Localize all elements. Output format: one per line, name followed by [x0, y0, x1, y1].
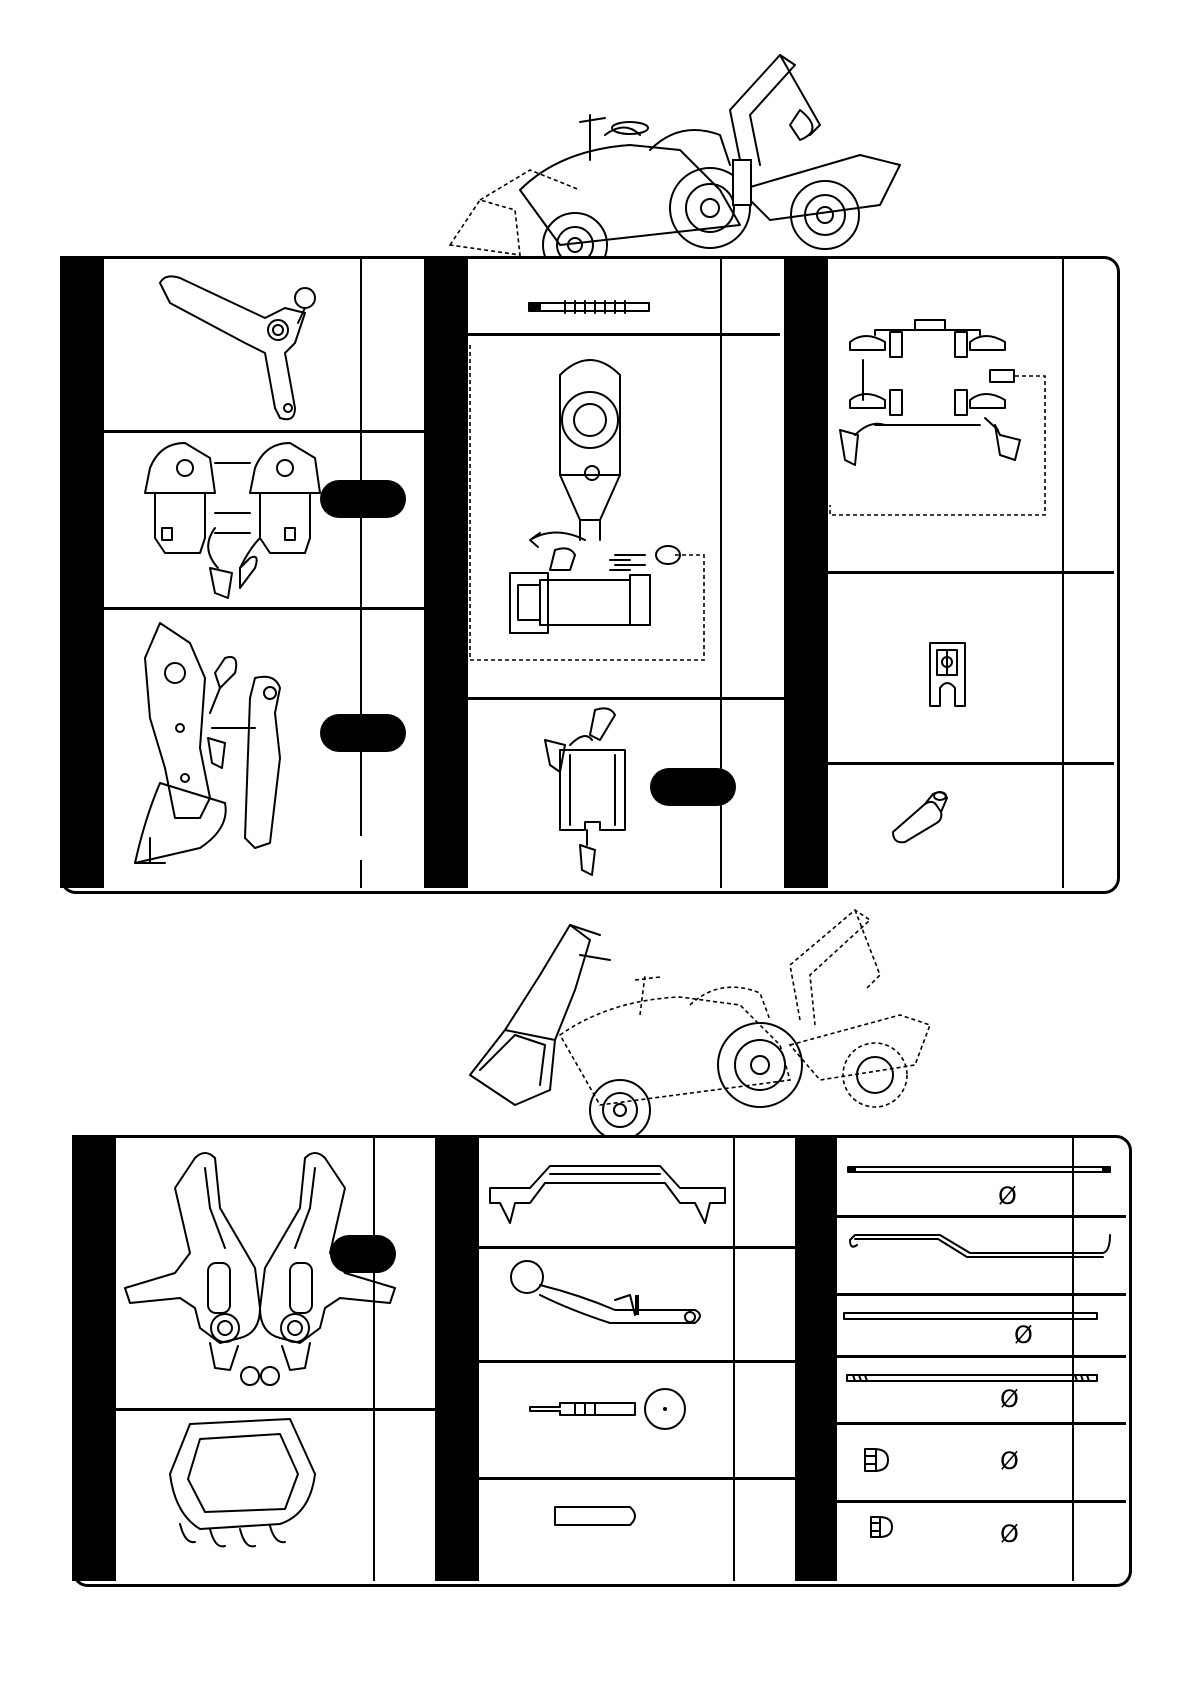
part-drawing-cap-nut [860, 1444, 892, 1476]
diameter-symbol: Ø [1000, 1449, 1019, 1473]
quantity-column-line [1062, 256, 1064, 888]
cell-divider [60, 607, 424, 610]
part-drawing-seat-bracket [140, 438, 330, 606]
label-band [60, 256, 104, 888]
quantity-pill [320, 714, 406, 752]
part-drawing-pin [885, 784, 955, 844]
cell-divider [60, 430, 424, 433]
cell-divider [784, 571, 1114, 574]
label-band [795, 1135, 837, 1581]
label-band [72, 1135, 116, 1581]
diameter-symbol: Ø [1014, 1323, 1033, 1347]
part-drawing-bent-rod [845, 1225, 1115, 1265]
quantity-pill [650, 768, 736, 806]
part-drawing-lever-knob [510, 1255, 710, 1325]
part-drawing-threaded-rod-small [845, 1372, 1100, 1386]
part-drawing-threaded-rod [525, 295, 655, 319]
part-drawing-loader-plates [130, 618, 330, 873]
cell-divider [72, 1408, 435, 1411]
label-band [424, 256, 468, 888]
part-drawing-u-clip [925, 638, 970, 713]
cell-divider [424, 333, 780, 336]
part-drawing-bolt-shaft [550, 1502, 645, 1530]
part-drawing-long-rod [845, 1163, 1115, 1177]
part-drawing-backhoe-arm [155, 268, 335, 428]
quantity-column-line [360, 860, 362, 888]
part-drawing-loader-bucket [160, 1414, 320, 1564]
part-drawing-cross-bar [485, 1158, 730, 1228]
part-drawing-piston-rod [525, 1385, 690, 1435]
cell-divider [795, 1500, 1126, 1503]
part-drawing-flat-rod [842, 1310, 1102, 1322]
tractor-illustration-top [440, 40, 920, 280]
cell-divider [435, 1360, 795, 1363]
cell-divider [795, 1215, 1126, 1218]
part-drawing-seat-pivot [470, 345, 720, 655]
diameter-symbol: Ø [998, 1184, 1017, 1208]
part-drawing-four-bracket-frame [830, 300, 1050, 515]
tractor-illustration-bottom [460, 905, 940, 1145]
cell-divider [795, 1293, 1126, 1296]
diameter-symbol: Ø [1000, 1522, 1019, 1546]
cell-divider [435, 1477, 795, 1480]
quantity-pill [320, 480, 406, 518]
quantity-column-line [1072, 1135, 1074, 1581]
cell-divider [784, 762, 1114, 765]
quantity-column-line [733, 1135, 735, 1581]
diameter-symbol: Ø [1000, 1387, 1019, 1411]
label-band [435, 1135, 479, 1581]
cell-divider [795, 1355, 1126, 1358]
part-drawing-hex-cap-nut [866, 1512, 896, 1542]
cell-divider [795, 1422, 1126, 1425]
cell-divider [435, 1246, 795, 1249]
part-drawing-rect-frame [540, 700, 650, 880]
part-drawing-loader-arms [120, 1148, 410, 1388]
